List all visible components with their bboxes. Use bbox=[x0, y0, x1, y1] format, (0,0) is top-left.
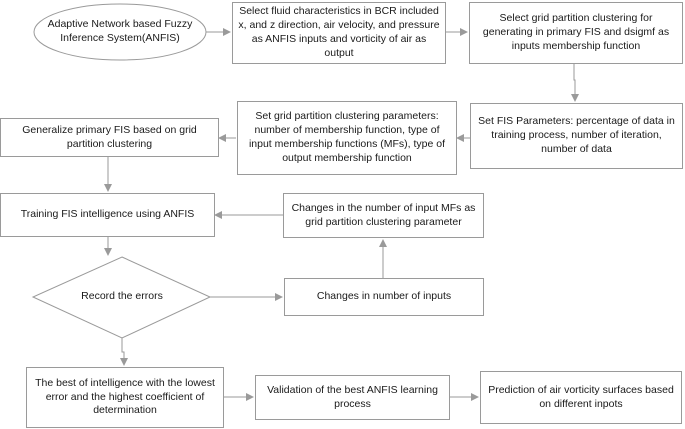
best-intelligence-label: The best of intelligence with the lowest… bbox=[35, 376, 215, 417]
prediction-label: Prediction of air vorticity surfaces bas… bbox=[488, 383, 674, 410]
set-grid-node: Set grid partition clustering parameters… bbox=[237, 101, 457, 175]
set-fis-label: Set FIS Parameters: percentage of data i… bbox=[478, 115, 675, 155]
select-fluid-node: Select fluid characteristics in BCR incl… bbox=[232, 2, 446, 64]
anfis-label: Adaptive Network based Fuzzy Inference S… bbox=[47, 18, 193, 44]
set-grid-label: Set grid partition clustering parameters… bbox=[248, 110, 446, 164]
validation-node: Validation of the best ANFIS learning pr… bbox=[255, 375, 450, 420]
record-errors-label: Record the errors bbox=[81, 290, 163, 303]
arrow-select-grid-to-set-fis bbox=[571, 64, 579, 102]
arrow-record-to-best bbox=[120, 338, 128, 366]
validation-label: Validation of the best ANFIS learning pr… bbox=[267, 383, 438, 410]
set-fis-node: Set FIS Parameters: percentage of data i… bbox=[470, 103, 683, 169]
generalize-label: Generalize primary FIS based on grid par… bbox=[22, 123, 197, 150]
select-grid-label: Select grid partition clustering for gen… bbox=[482, 12, 670, 52]
changes-mfs-label: Changes in the number of input MFs as gr… bbox=[291, 201, 476, 228]
training-label: Training FIS intelligence using ANFIS bbox=[20, 208, 195, 221]
generalize-node: Generalize primary FIS based on grid par… bbox=[0, 118, 219, 157]
best-intelligence-node: The best of intelligence with the lowest… bbox=[26, 367, 224, 428]
select-fluid-label: Select fluid characteristics in BCR incl… bbox=[238, 5, 440, 59]
training-node: Training FIS intelligence using ANFIS bbox=[0, 193, 215, 237]
record-errors-node: Record the errors bbox=[55, 286, 189, 308]
changes-inputs-node: Changes in number of inputs bbox=[284, 278, 484, 316]
select-grid-node: Select grid partition clustering for gen… bbox=[469, 2, 683, 64]
changes-mfs-node: Changes in the number of input MFs as gr… bbox=[283, 193, 484, 238]
changes-inputs-label: Changes in number of inputs bbox=[316, 290, 452, 303]
anfis-node: Adaptive Network based Fuzzy Inference S… bbox=[42, 10, 198, 54]
prediction-node: Prediction of air vorticity surfaces bas… bbox=[480, 371, 682, 424]
